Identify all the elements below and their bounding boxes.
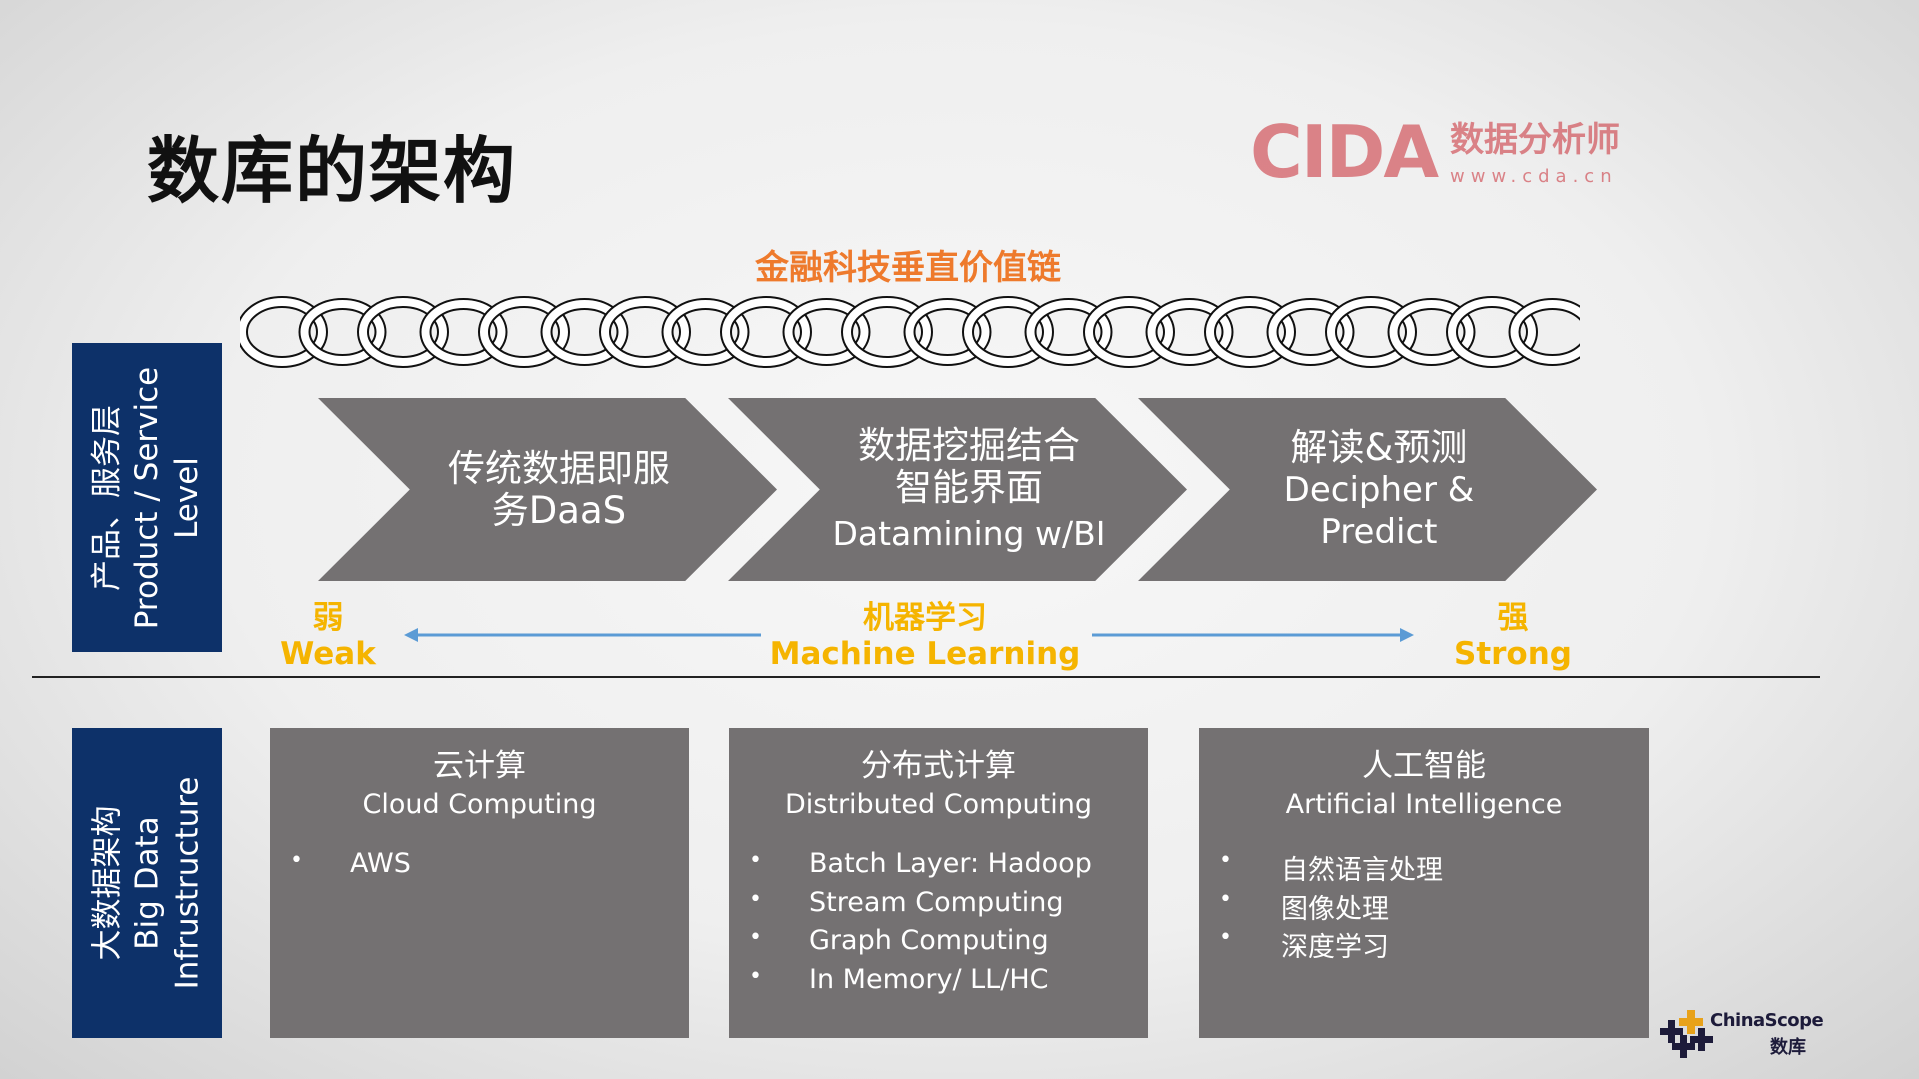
chain-link-fill [601, 298, 689, 366]
logo-name: ChinaScope [1710, 1010, 1824, 1031]
watermark-url: www.cda.cn [1450, 166, 1618, 187]
list-item-text: In Memory/ LL/HC [809, 963, 1049, 995]
strong-cn: 强 [1497, 600, 1529, 636]
list-item: •Batch Layer: Hadoop [749, 848, 1092, 879]
infra-level-en: Big Data [129, 816, 165, 950]
list-item-text: 深度学习 [1281, 932, 1389, 963]
box-list: •AWS [270, 848, 689, 887]
watermark: CIDA 数据分析师 www.cda.cn [1250, 112, 1670, 222]
weak-cn: 弱 [312, 600, 344, 636]
box-subtitle: Distributed Computing [785, 789, 1092, 820]
arrow-left-icon [404, 628, 418, 642]
list-item: •AWS [290, 848, 411, 879]
chain-link-fill [1327, 298, 1415, 366]
box-distributed-computing: 分布式计算 Distributed Computing •Batch Layer… [729, 728, 1148, 1038]
chain-link-fill [905, 300, 990, 364]
chain-link-fill [1085, 298, 1173, 366]
chain-link-fill [240, 298, 326, 366]
box-list: •自然语言处理 •图像处理 •深度学习 [1199, 848, 1649, 964]
list-item-text: AWS [350, 848, 411, 879]
chevron-text: Decipher & [1283, 469, 1475, 510]
chain-link-fill [300, 300, 385, 364]
service-level-label: 产品、服务层 Product / Service Level [72, 343, 222, 652]
list-item-text: Graph Computing [809, 925, 1049, 956]
list-item: •Stream Computing [749, 886, 1064, 918]
chevron-text: 解读&预测 [1290, 425, 1468, 469]
watermark-cn: 数据分析师 [1450, 120, 1620, 160]
list-item: •Graph Computing [749, 925, 1049, 956]
chain-link-fill [1147, 300, 1232, 364]
chain-link-fill [722, 298, 810, 366]
chain-link-fill [1510, 300, 1580, 364]
list-item-text: 自然语言处理 [1281, 855, 1443, 886]
strong-en: Strong [1454, 636, 1572, 672]
chain-link-fill [421, 300, 506, 364]
chain-link-fill [784, 300, 869, 364]
list-item-text: Batch Layer: Hadoop [809, 848, 1092, 879]
ml-en: Machine Learning [769, 636, 1081, 672]
chevron-text: 数据挖掘结合 [857, 423, 1080, 467]
logo-crosses-icon [1660, 1010, 1713, 1058]
list-item-text: 图像处理 [1281, 893, 1389, 925]
watermark-text: CIDA [1250, 110, 1439, 194]
scale-arrows [404, 628, 1414, 642]
list-item-text: Stream Computing [809, 886, 1064, 918]
box-subtitle: Cloud Computing [362, 789, 597, 820]
chain-link-fill [1026, 300, 1111, 364]
chain-link-fill [1389, 300, 1474, 364]
chevron-daas: 传统数据即服务DaaS [318, 398, 777, 581]
infra-level-en-2: Infrustructure [169, 776, 205, 990]
chevron-text: Datamining w/BI [832, 513, 1106, 553]
slide-title: 数库的架构 [147, 129, 518, 213]
chain-link-fill [1448, 298, 1536, 366]
box-cloud-computing: 云计算 Cloud Computing •AWS [270, 728, 689, 1038]
chain-link-fill [480, 298, 568, 366]
box-subtitle: Artificial Intelligence [1285, 789, 1563, 820]
chain-graphic [240, 296, 1580, 368]
chevron-text: 智能界面 [894, 465, 1043, 509]
chevron-text: 传统数据即服 [447, 446, 670, 490]
infra-level-label: 大数据架构 Big Data Infrustructure [72, 728, 222, 1038]
list-item: •In Memory/ LL/HC [749, 963, 1049, 995]
service-level-en-2: Level [169, 456, 205, 539]
service-level-en: Product / Service [129, 366, 165, 629]
chain-link-fill [843, 298, 931, 366]
arrow-right-icon [1400, 628, 1414, 642]
chevron-text: Predict [1320, 511, 1438, 552]
ml-cn: 机器学习 [862, 600, 987, 636]
box-title: 云计算 [433, 748, 526, 784]
box-title: 分布式计算 [861, 748, 1016, 784]
chain-link-fill [1206, 298, 1294, 366]
chain-link-fill [1268, 300, 1353, 364]
box-title: 人工智能 [1362, 748, 1486, 784]
service-level-cn: 产品、服务层 [89, 404, 125, 591]
chain-link-fill [964, 298, 1052, 366]
logo-name-cn: 数库 [1770, 1037, 1806, 1058]
chain-title: 金融科技垂直价值链 [755, 248, 1061, 288]
infra-level-cn: 大数据架构 [89, 805, 125, 961]
chain-link-fill [542, 300, 627, 364]
box-artificial-intelligence: 人工智能 Artificial Intelligence •自然语言处理 •图像… [1199, 728, 1649, 1038]
box-list: •Batch Layer: Hadoop •Stream Computing •… [729, 848, 1148, 1002]
chinascope-logo: ChinaScope 数库 [1658, 1006, 1838, 1066]
list-item: •自然语言处理 [1219, 848, 1443, 886]
divider [32, 676, 1820, 678]
list-item: •图像处理 [1219, 886, 1389, 925]
chain-link-fill [663, 300, 748, 364]
weak-en: Weak [280, 636, 376, 672]
chain-link-fill [359, 298, 447, 366]
chevron-text: 务DaaS [491, 488, 627, 532]
list-item: •深度学习 [1219, 925, 1389, 963]
